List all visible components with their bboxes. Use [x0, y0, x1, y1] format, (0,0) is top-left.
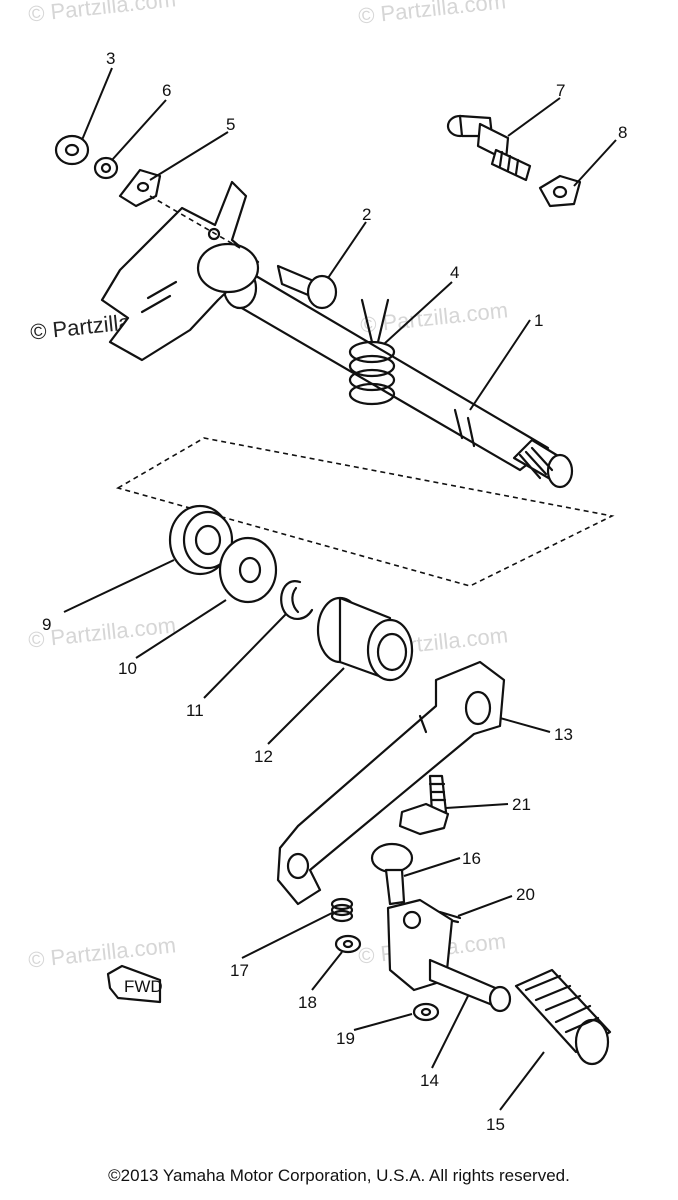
fwd-arrow-icon: FWD [106, 964, 163, 1004]
callout-17: 17 [230, 961, 249, 980]
bolt-part-2 [276, 264, 338, 310]
callout-14: 14 [420, 1071, 439, 1090]
circlip-part-11 [280, 580, 314, 620]
washer-part-10 [218, 536, 278, 604]
washer-part-6 [93, 156, 119, 180]
plate-washer-part-8 [538, 174, 582, 208]
callout-6: 6 [162, 81, 171, 100]
callout-2: 2 [362, 205, 371, 224]
pedal-rubber-part-15 [514, 968, 612, 1066]
callout-20: 20 [516, 885, 535, 904]
fwd-label: FWD [124, 977, 163, 996]
callout-8: 8 [618, 123, 627, 142]
nut-part-3 [54, 134, 90, 166]
pedal-arm-part-14 [386, 898, 512, 1013]
callout-9: 9 [42, 615, 51, 634]
callout-21: 21 [512, 795, 531, 814]
callout-4: 4 [450, 263, 459, 282]
washer-part-19 [412, 1002, 440, 1022]
assembly-outline [115, 437, 615, 587]
callout-11: 11 [186, 701, 204, 720]
callout-7: 7 [556, 81, 565, 100]
callout-1: 1 [534, 311, 543, 330]
bolt-part-21 [398, 774, 450, 836]
callout-labels: 1 2 3 4 5 6 7 8 9 10 11 12 13 14 15 16 1… [42, 49, 627, 1134]
pin-part-16 [370, 842, 414, 906]
shift-shaft-part-1 [222, 266, 574, 489]
stud-bolt-part-7 [446, 114, 532, 182]
bearing-part-9 [168, 504, 234, 576]
callout-10: 10 [118, 659, 137, 678]
callout-16: 16 [462, 849, 481, 868]
spring-part-17 [330, 897, 354, 923]
callout-19: 19 [336, 1029, 355, 1048]
callout-15: 15 [486, 1115, 505, 1134]
shift-lever-part-13 [276, 660, 506, 906]
lock-washer-part-5 [118, 168, 162, 208]
callout-13: 13 [554, 725, 573, 744]
shift-arm-plate [100, 180, 260, 362]
return-spring-part-4 [348, 298, 396, 406]
collar-part-12 [316, 596, 414, 682]
copyright-notice: ©2013 Yamaha Motor Corporation, U.S.A. A… [108, 1166, 570, 1185]
washer-part-18 [334, 934, 362, 954]
callout-5: 5 [226, 115, 235, 134]
leader-lines [63, 67, 617, 1111]
callout-18: 18 [298, 993, 317, 1012]
callout-3: 3 [106, 49, 115, 68]
callout-12: 12 [254, 747, 273, 766]
